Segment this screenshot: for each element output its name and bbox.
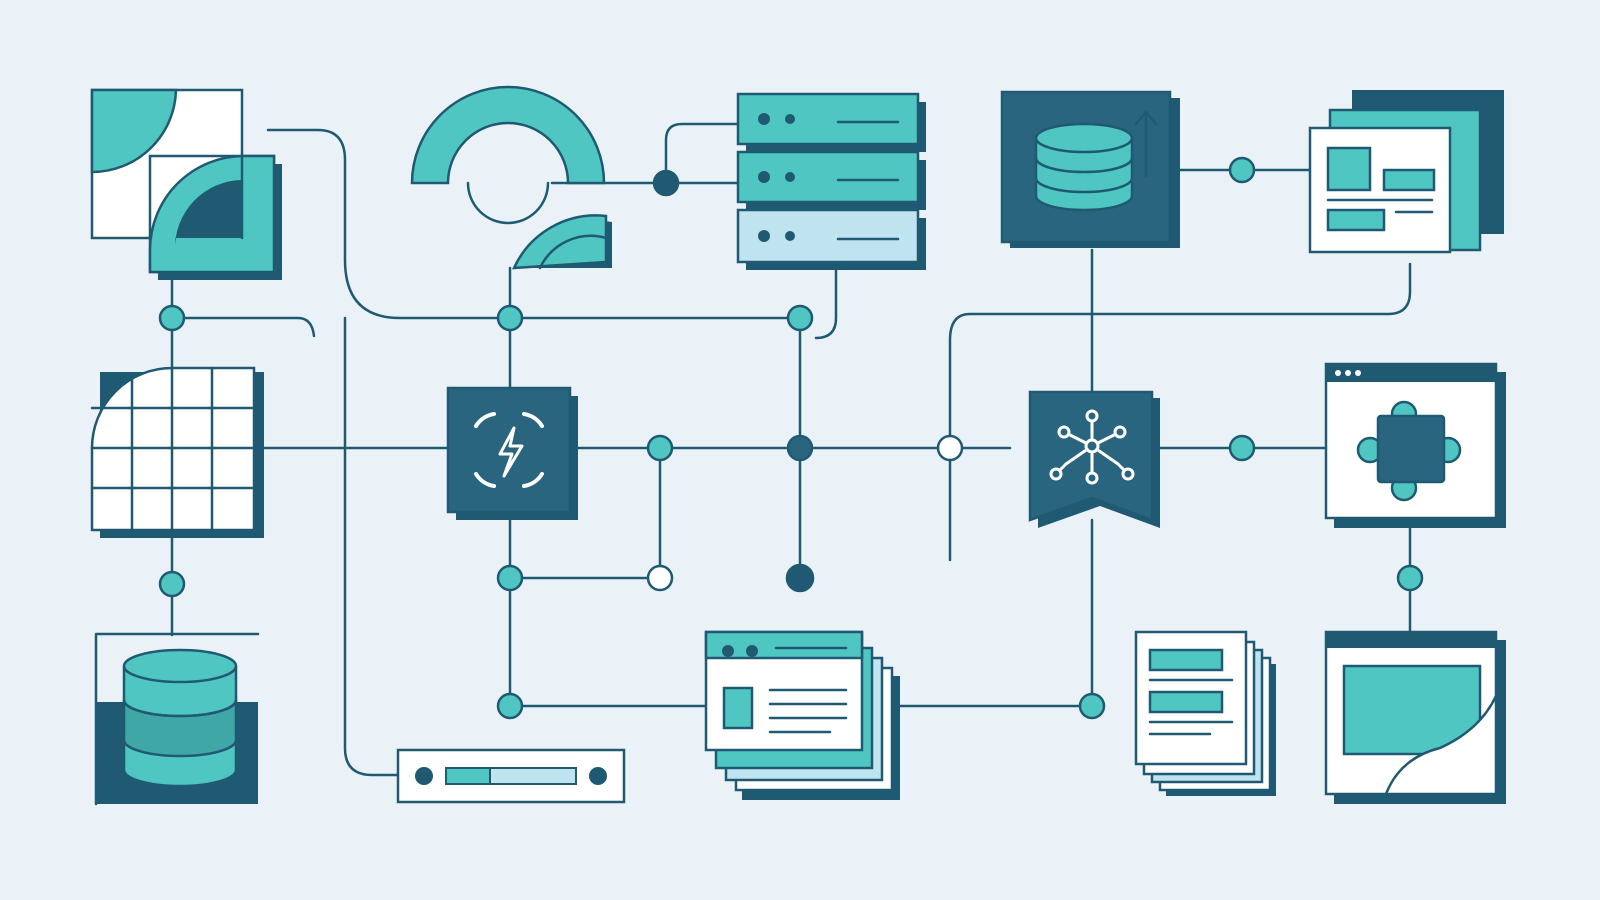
- junction-node: [1228, 434, 1256, 462]
- junction-node: [1396, 564, 1424, 592]
- connector-line: [948, 262, 1412, 562]
- processor-bolt-icon: [446, 386, 578, 520]
- stacked-browser-windows-icon: [704, 630, 900, 800]
- connector-line: [664, 122, 742, 185]
- connector-line: [266, 128, 802, 320]
- browser-puzzle-icon: [1324, 362, 1506, 528]
- junction-node: [496, 304, 524, 332]
- junction-node: [1228, 156, 1256, 184]
- quarter-circle-tiles-icon: [90, 88, 282, 280]
- junction-node: [1078, 692, 1106, 720]
- junction-node: [785, 563, 815, 593]
- junction-node: [786, 434, 814, 462]
- junction-node: [652, 169, 680, 197]
- stacked-layout-cards-icon: [1308, 90, 1504, 254]
- junction-node: [158, 570, 186, 598]
- junction-node: [158, 304, 186, 332]
- database-cylinder-icon: [94, 632, 260, 806]
- junction-node: [496, 692, 524, 720]
- junction-node: [786, 304, 814, 332]
- half-ring-arch-icon: [410, 85, 612, 270]
- connector-line: [508, 518, 710, 708]
- image-window-icon: [1324, 630, 1506, 804]
- junction-nodes: [158, 156, 1424, 720]
- junction-node: [646, 564, 674, 592]
- connector-line: [170, 316, 316, 338]
- network-hub-banner-icon: [1028, 390, 1160, 528]
- connector-line: [898, 518, 1094, 708]
- connector-line: [814, 268, 838, 340]
- slider-device-icon: [396, 748, 626, 804]
- junction-node: [936, 434, 964, 462]
- connector-line: [343, 316, 400, 777]
- grid-dome-icon: [90, 366, 264, 538]
- junction-node: [496, 564, 524, 592]
- database-upload-icon: [1000, 90, 1180, 248]
- stacked-documents-icon: [1134, 630, 1276, 796]
- junction-node: [646, 434, 674, 462]
- server-rack-icon: [736, 92, 926, 270]
